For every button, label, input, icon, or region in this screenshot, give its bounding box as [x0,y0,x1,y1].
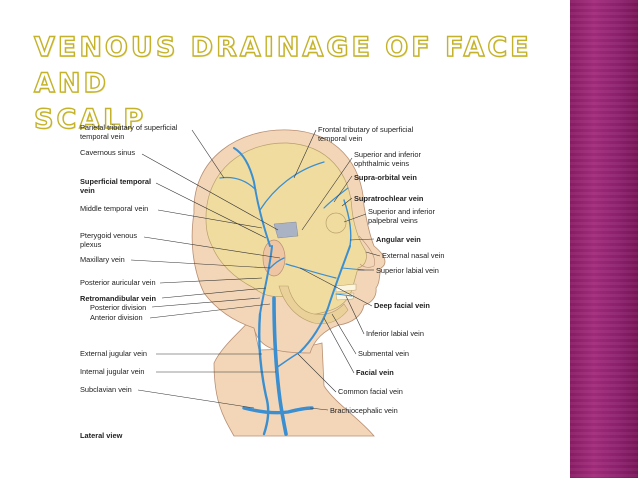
label-subclavian: Subclavian vein [80,385,132,394]
label-external-nasal: External nasal vein [382,251,444,260]
leader-pterygoid [143,236,281,259]
external-jugular-vein-line [258,312,270,436]
leader-cavernous [141,153,279,231]
label-pterygoid-line2: plexus [80,240,102,249]
label-supra-orbital: Supra-orbital vein [354,173,417,182]
label-ophthalmic-line1: Superior and inferior [354,150,422,159]
label-frontal-line1: Frontal tributary of superficial [318,125,414,134]
leader-lines-left [130,129,281,409]
label-pterygoid-line1: Pterygoid venous [80,231,137,240]
vein-network [219,147,365,436]
leader-subclavian [137,389,255,409]
leader-palpebral [343,213,367,223]
label-angular: Angular vein [376,235,421,244]
internal-jugular-vein-line [272,296,288,436]
label-frontal-line2: temporal vein [318,134,362,143]
label-parietal-line2: temporal vein [80,132,124,141]
label-supratrochlear: Supratrochlear vein [354,194,424,203]
label-posterior-auricular: Posterior auricular vein [80,278,156,287]
leader-lines-right [293,129,381,411]
label-palpebral-line1: Superior and inferior [368,207,436,216]
ear [262,239,286,277]
deep-facial-vein-line [285,263,337,279]
slide-title-line-1: VENOUS DRAINAGE OF FACE AND [33,31,532,99]
leader-frontal [293,129,317,179]
leader-maxillary [130,259,271,269]
leader-brachiocephalic [309,407,329,411]
label-superficial-temporal-line2: vein [80,186,95,195]
frontal-tributary [259,161,325,211]
leader-middle-temporal [157,209,263,229]
label-middle-temporal: Middle temporal vein [80,204,148,213]
leader-retromandibular [161,287,267,299]
labels-right: Frontal tributary of superficial tempora… [318,125,444,415]
accent-stripe-texture [570,0,638,478]
venous-drainage-diagram: Parietal tributary of superficial tempor… [80,123,444,440]
label-maxillary: Maxillary vein [80,255,125,264]
label-internal-jugular: Internal jugular vein [80,367,145,376]
label-submental: Submental vein [358,349,409,358]
retromandibular-vein-line [259,245,273,315]
head-illustration [191,129,386,437]
labels-left: Parietal tributary of superficial tempor… [80,123,178,440]
slide-title-line-2: SCALP [33,103,147,135]
leader-angular [349,238,375,241]
leader-posterior-division [151,297,261,308]
leader-supra-orbital [333,175,353,203]
label-facial: Facial vein [356,368,394,377]
leader-common-facial [297,353,337,393]
leader-parietal [191,129,225,179]
leader-anterior-division [149,303,271,319]
slide-title: VENOUS DRAINAGE OF FACE AND SCALP [33,30,554,138]
leader-superficial-temporal [155,182,267,239]
label-inferior-labial: Inferior labial vein [366,329,424,338]
label-ophthalmic-line2: ophthalmic veins [354,159,409,168]
labial-veins [335,267,365,297]
label-brachiocephalic: Brachiocephalic vein [330,406,398,415]
supra-orbital-vein-line [323,187,349,209]
label-retromandibular: Retromandibular vein [80,294,156,303]
leader-facial [323,317,355,374]
label-superficial-temporal-line1: Superficial temporal [80,177,151,186]
leader-inferior-labial [345,295,365,335]
label-anterior-division: Anterior division [90,313,143,322]
leader-submental [331,313,357,355]
leader-deep-facial [299,267,373,307]
nose [358,235,375,268]
leader-posterior-auricular [159,277,263,284]
leader-ophthalmic [301,157,353,231]
label-external-jugular: External jugular vein [80,349,147,358]
eye-orbit [325,212,347,234]
common-facial-vein-line [275,351,301,369]
angular-vein-line [343,199,352,247]
accent-stripe [570,0,638,478]
superficial-temporal-vein [233,147,271,247]
label-lateral-view: Lateral view [80,431,123,440]
subclavian-brachiocephalic-line [242,406,314,415]
label-superior-labial: Superior labial vein [376,266,439,275]
facial-vein-line [299,245,351,353]
label-palpebral-line2: palpebral veins [368,216,418,225]
maxillary-vein-line [269,257,285,269]
leader-external-nasal [365,251,381,257]
neck-and-shoulder [213,317,375,437]
label-cavernous-sinus: Cavernous sinus [80,148,135,157]
label-common-facial: Common facial vein [338,387,403,396]
label-parietal-line1: Parietal tributary of superficial [80,123,178,132]
mandible [278,285,349,325]
cavernous-sinus-region [273,221,299,239]
label-posterior-division: Posterior division [90,303,146,312]
leader-supratrochlear [341,197,353,207]
label-deep-facial: Deep facial vein [374,301,430,310]
